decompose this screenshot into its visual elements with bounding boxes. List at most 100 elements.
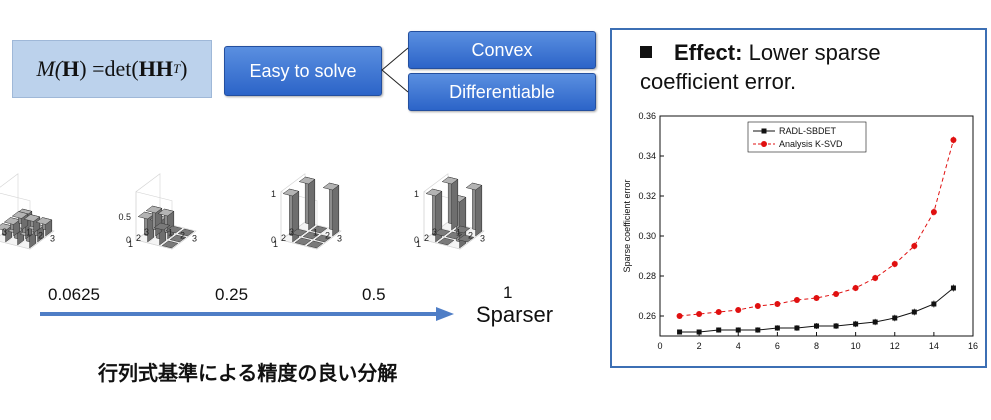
data-point bbox=[950, 137, 957, 143]
data-point bbox=[833, 323, 839, 329]
bar-2-2 bbox=[302, 231, 320, 240]
y-tick-label: 2 bbox=[424, 233, 429, 243]
x-tick-label: 6 bbox=[775, 341, 780, 351]
z-tick-label: 0 bbox=[414, 235, 419, 245]
y-tick-label: 3 bbox=[289, 227, 294, 237]
bar-3-1 bbox=[177, 228, 195, 237]
x-tick-label: 2 bbox=[325, 231, 330, 241]
formula-sup: T bbox=[172, 61, 181, 76]
data-point bbox=[774, 325, 780, 331]
bar-1-3-top bbox=[137, 211, 155, 220]
bar-1-1-top bbox=[441, 176, 459, 185]
sparsity-value-1: 0.0625 bbox=[48, 285, 100, 304]
formula-lhs: M( bbox=[36, 56, 63, 81]
bar-1-1-side bbox=[308, 178, 316, 231]
x-tick-label: 8 bbox=[814, 341, 819, 351]
data-point bbox=[853, 321, 859, 327]
x-tick-label: 1 bbox=[26, 228, 31, 238]
x-tick-label: 3 bbox=[50, 234, 55, 244]
data-point bbox=[891, 261, 898, 267]
x-tick-label: 3 bbox=[192, 234, 197, 244]
bar-1-3-top bbox=[282, 188, 300, 197]
z-tick-label: 1 bbox=[414, 189, 419, 199]
bar-2-2 bbox=[445, 231, 463, 240]
bar-1-1 bbox=[153, 222, 171, 231]
legend-label: RADL-SBDET bbox=[779, 126, 837, 136]
plot-grid-line bbox=[304, 227, 330, 247]
legend-marker bbox=[761, 141, 767, 147]
plot-grid-line bbox=[292, 224, 318, 244]
data-point bbox=[715, 309, 722, 315]
z-tick-label: 1 bbox=[271, 189, 276, 199]
x-tick-label: 16 bbox=[968, 341, 978, 351]
data-point bbox=[814, 323, 819, 329]
bar-3-2 bbox=[457, 234, 475, 243]
data-point bbox=[872, 319, 878, 325]
y-axis-label: Sparse coefficient error bbox=[622, 180, 632, 273]
effect-panel bbox=[610, 28, 987, 368]
data-point bbox=[813, 295, 820, 301]
bar-3-2 bbox=[314, 234, 332, 243]
bar-1-3-top bbox=[0, 223, 13, 231]
formula-end: ) bbox=[180, 56, 188, 81]
plot-grid-line bbox=[435, 224, 461, 244]
bar-1-1-top bbox=[11, 211, 29, 219]
bracket-connector bbox=[381, 47, 409, 93]
x-tick-label: 2 bbox=[180, 231, 185, 241]
y-tick-label: 2 bbox=[136, 233, 141, 243]
data-point bbox=[677, 329, 683, 335]
z-tick-label: 0.5 bbox=[118, 212, 131, 222]
data-point bbox=[696, 311, 703, 317]
bar-3-1-side bbox=[332, 184, 340, 237]
x-tick-label: 2 bbox=[697, 341, 702, 351]
sparser-arrow bbox=[40, 307, 454, 321]
y-tick-label: 1 bbox=[416, 239, 421, 249]
data-point bbox=[774, 301, 781, 307]
z-tick-label: 0 bbox=[271, 235, 276, 245]
bar-3-1-top bbox=[322, 182, 340, 191]
data-point bbox=[735, 307, 742, 313]
data-point bbox=[872, 275, 879, 281]
plot-grid-line bbox=[296, 227, 334, 238]
bar-3-1-top bbox=[35, 217, 53, 225]
sparsity-value-3: 0.5 bbox=[362, 285, 386, 304]
bar-1-1-top bbox=[298, 176, 316, 185]
x-tick-label: 3 bbox=[337, 234, 342, 244]
data-point bbox=[930, 209, 937, 215]
x-tick-label: 1 bbox=[168, 228, 173, 238]
y-tick-label: 0.26 bbox=[638, 311, 656, 321]
x-tick-label: 10 bbox=[851, 341, 861, 351]
convex-box: Convex bbox=[408, 31, 596, 69]
data-point bbox=[755, 327, 761, 333]
legend-marker bbox=[761, 128, 767, 134]
bar-3-2 bbox=[169, 234, 187, 243]
y-tick-label: 1 bbox=[128, 239, 133, 249]
effect-text: Effect: Lower sparse coefficient error. bbox=[640, 38, 970, 96]
data-point bbox=[716, 327, 722, 333]
formula-mid: ) =det( bbox=[79, 56, 139, 81]
series-line-2 bbox=[679, 139, 954, 317]
data-point bbox=[892, 315, 898, 321]
data-point bbox=[793, 297, 800, 303]
bar-3-1-side bbox=[475, 184, 483, 237]
data-point bbox=[735, 327, 741, 333]
bar-2-1 bbox=[453, 225, 471, 234]
data-point bbox=[950, 285, 956, 291]
bar-2-1 bbox=[165, 225, 183, 234]
x-tick-label: 14 bbox=[929, 341, 939, 351]
x-tick-label: 3 bbox=[480, 234, 485, 244]
y-tick-label: 0.30 bbox=[638, 231, 656, 241]
effect-description: Lower sparse coefficient error. bbox=[640, 40, 881, 94]
data-point bbox=[911, 309, 917, 315]
data-point bbox=[676, 313, 683, 319]
data-point bbox=[852, 285, 859, 291]
easy-to-solve-box: Easy to solve bbox=[224, 46, 382, 96]
x-tick-label: 1 bbox=[313, 228, 318, 238]
y-tick-label: 3 bbox=[432, 227, 437, 237]
